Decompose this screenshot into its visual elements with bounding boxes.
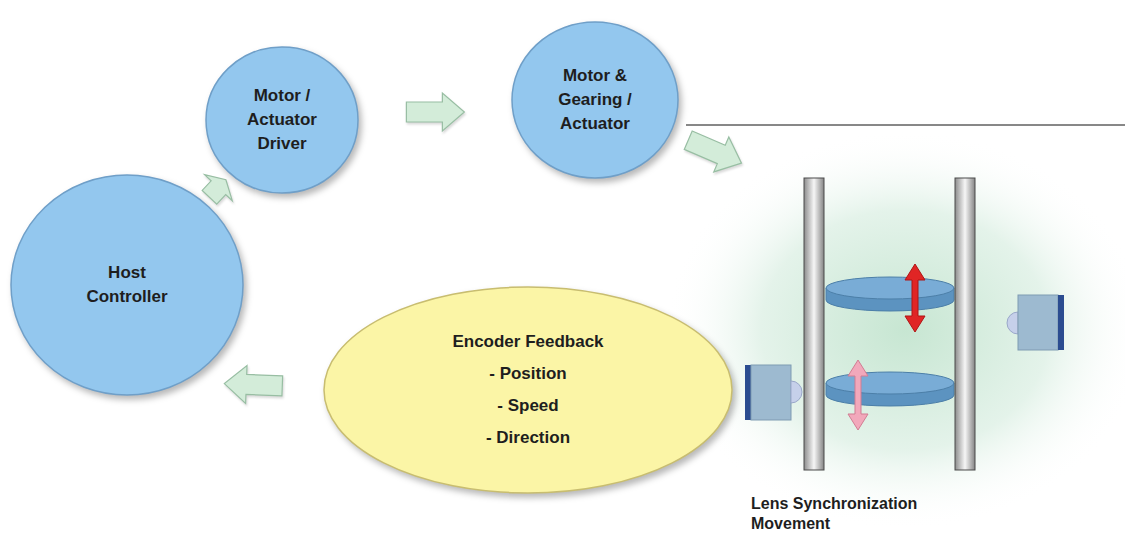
glow (665, 130, 1125, 530)
lens-disc-top (826, 277, 954, 299)
text-stack: Motor / Actuator Driver (236, 84, 328, 155)
sensor-bar (1058, 295, 1064, 350)
block-arrow (684, 131, 741, 172)
feedback-ellipse: Encoder Feedback- Position- Speed- Direc… (322, 285, 734, 495)
ellipse-outline (322, 285, 734, 495)
ellipse-outline (9, 173, 245, 397)
block-arrow (406, 93, 464, 131)
ellipse-fill (206, 47, 358, 193)
node-item: - Direction (486, 422, 570, 454)
block-arrow (202, 175, 232, 204)
sensor-bar (745, 365, 751, 420)
ellipse-fill (512, 22, 678, 178)
sensor-lens (1007, 312, 1018, 334)
node-title: Encoder Feedback (452, 326, 603, 358)
lens-disc-top (826, 372, 954, 394)
text-stack: Motor & Gearing / Actuator (547, 64, 643, 135)
text-wrap: Encoder Feedback- Position- Speed- Direc… (322, 285, 734, 495)
motion-arrow (848, 360, 868, 430)
lens-assembly: Lens Synchronization Movement (745, 170, 1100, 536)
node-title: Motor / Actuator Driver (236, 84, 328, 155)
driver-ellipse: Motor / Actuator Driver (204, 45, 360, 195)
text-stack: Encoder Feedback- Position- Speed- Direc… (452, 326, 603, 454)
node-item: - Position (489, 358, 566, 390)
node-item: - Speed (497, 390, 558, 422)
sensor (751, 365, 791, 420)
sensor-lens (791, 381, 802, 403)
block-arrow (224, 365, 282, 403)
node-title: Motor & Gearing / Actuator (547, 64, 643, 135)
actuator-ellipse: Motor & Gearing / Actuator (510, 20, 680, 180)
guide-line (686, 125, 1125, 126)
sensor (1018, 295, 1058, 350)
ellipse-fill (11, 175, 243, 395)
guide-post (804, 178, 824, 470)
text-wrap: Host Controller (9, 173, 245, 397)
illustration-label: Lens Synchronization Movement (751, 494, 976, 534)
text-stack: Host Controller (72, 261, 182, 309)
node-title: Host Controller (72, 261, 182, 309)
guide-post (955, 178, 975, 470)
text-wrap: Motor / Actuator Driver (204, 45, 360, 195)
ellipse-fill (324, 287, 732, 493)
text-wrap: Motor & Gearing / Actuator (510, 20, 680, 180)
motion-arrow (905, 264, 925, 332)
controller-ellipse: Host Controller (9, 173, 245, 397)
